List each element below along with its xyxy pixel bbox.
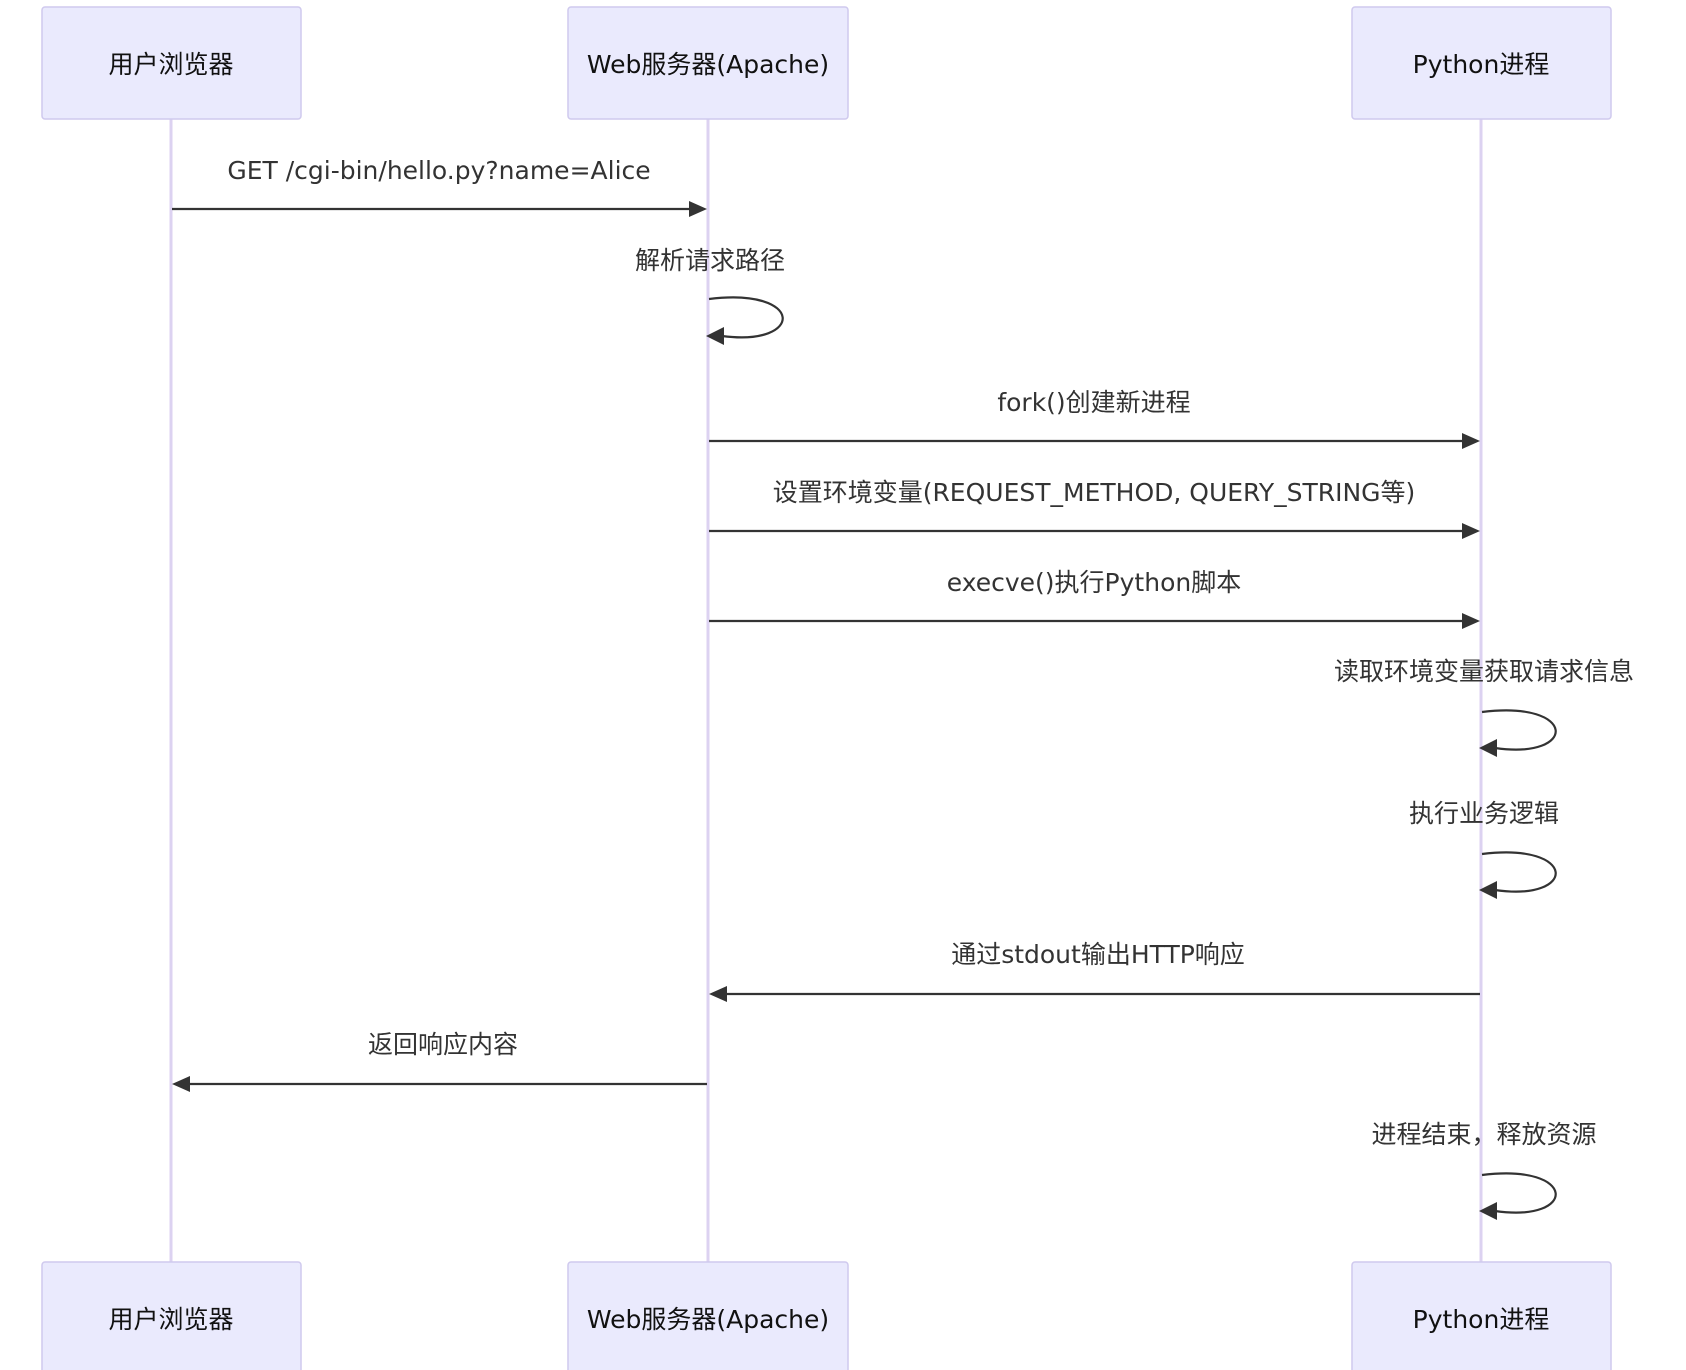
message-request-label: GET /cgi-bin/hello.py?name=Alice [227, 156, 650, 185]
actor-bottom-server: Web服务器(Apache) [567, 1261, 849, 1370]
message-parse-path-label: 解析请求路径 [635, 246, 785, 275]
arrow-head [172, 1076, 190, 1092]
arrow-head [689, 201, 707, 217]
actor-bottom-browser: 用户浏览器 [41, 1261, 302, 1370]
arrow-head [1462, 523, 1480, 539]
actor-top-browser-label: 用户浏览器 [108, 50, 233, 79]
message-stdout-response-label: 通过stdout输出HTTP响应 [951, 940, 1245, 969]
arrow-head [1479, 881, 1497, 899]
message-read-env: 读取环境变量获取请求信息 [1334, 657, 1634, 757]
message-set-env-label: 设置环境变量(REQUEST_METHOD, QUERY_STRING等) [773, 478, 1416, 507]
message-request: GET /cgi-bin/hello.py?name=Alice [172, 156, 707, 217]
message-parse-path: 解析请求路径 [635, 246, 785, 345]
actor-bottom-python: Python进程 [1351, 1261, 1612, 1370]
message-execve: execve()执行Python脚本 [709, 568, 1480, 629]
actor-bottom-browser-label: 用户浏览器 [108, 1305, 233, 1334]
actor-top-server: Web服务器(Apache) [567, 6, 849, 120]
actor-top-browser: 用户浏览器 [41, 6, 302, 120]
message-execve-label: execve()执行Python脚本 [947, 568, 1241, 597]
arrow-head [706, 327, 724, 345]
message-business-logic-label: 执行业务逻辑 [1409, 799, 1559, 828]
actor-bottom-python-label: Python进程 [1413, 1305, 1550, 1334]
message-return-response-label: 返回响应内容 [368, 1030, 518, 1059]
message-return-response: 返回响应内容 [172, 1030, 707, 1092]
arrow-head [1479, 1202, 1497, 1220]
actor-bottom-server-label: Web服务器(Apache) [587, 1305, 829, 1334]
message-fork: fork()创建新进程 [709, 388, 1480, 449]
message-fork-label: fork()创建新进程 [997, 388, 1190, 417]
message-process-end-label: 进程结束，释放资源 [1371, 1120, 1596, 1149]
message-set-env: 设置环境变量(REQUEST_METHOD, QUERY_STRING等) [709, 478, 1480, 539]
arrow-head [1462, 433, 1480, 449]
actor-top-server-label: Web服务器(Apache) [587, 50, 829, 79]
message-business-logic: 执行业务逻辑 [1409, 799, 1559, 899]
arrow-head [1479, 739, 1497, 757]
arrow-head [709, 986, 727, 1002]
message-stdout-response: 通过stdout输出HTTP响应 [709, 940, 1480, 1002]
message-read-env-label: 读取环境变量获取请求信息 [1334, 657, 1634, 686]
actor-top-python: Python进程 [1351, 6, 1612, 120]
arrow-head [1462, 613, 1480, 629]
actor-top-python-label: Python进程 [1413, 50, 1550, 79]
message-process-end: 进程结束，释放资源 [1371, 1120, 1597, 1220]
